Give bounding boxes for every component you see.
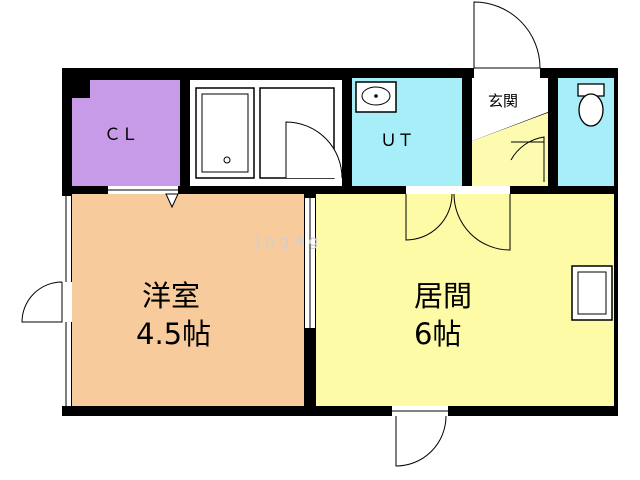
bath-door-swing [285, 121, 343, 179]
utility-label: ＵＴ [380, 131, 414, 151]
western-room [72, 194, 304, 406]
closet-room [72, 80, 180, 186]
living-door-opening [406, 186, 510, 194]
western-room-size: 4.5帖 [136, 317, 211, 351]
closet-label: ＣＬ [104, 125, 138, 145]
entrance-area [472, 112, 550, 186]
toilet-icon [577, 83, 605, 127]
balcony-door-swing [395, 415, 447, 467]
closet-pillar [72, 80, 90, 98]
watermark: jpg4g [255, 232, 323, 250]
western-exterior-door-swing [21, 281, 63, 323]
bath-drain-icon [223, 156, 231, 164]
living-door-swing-left [405, 193, 453, 241]
living-room-size: 6帖 [414, 317, 461, 351]
living-door-swing-right [453, 193, 511, 251]
entrance-partition [548, 78, 558, 186]
living-room [316, 194, 614, 406]
front-door-opening [474, 68, 540, 78]
closet-door-marker [165, 193, 179, 209]
entrance-label: 玄関 [488, 92, 518, 110]
living-room-name: 居間 [414, 279, 472, 313]
western-room-name: 洋室 [142, 279, 200, 313]
entrance-step [472, 78, 548, 141]
entrance-door-swing [510, 136, 545, 182]
front-door-swing [473, 1, 541, 69]
